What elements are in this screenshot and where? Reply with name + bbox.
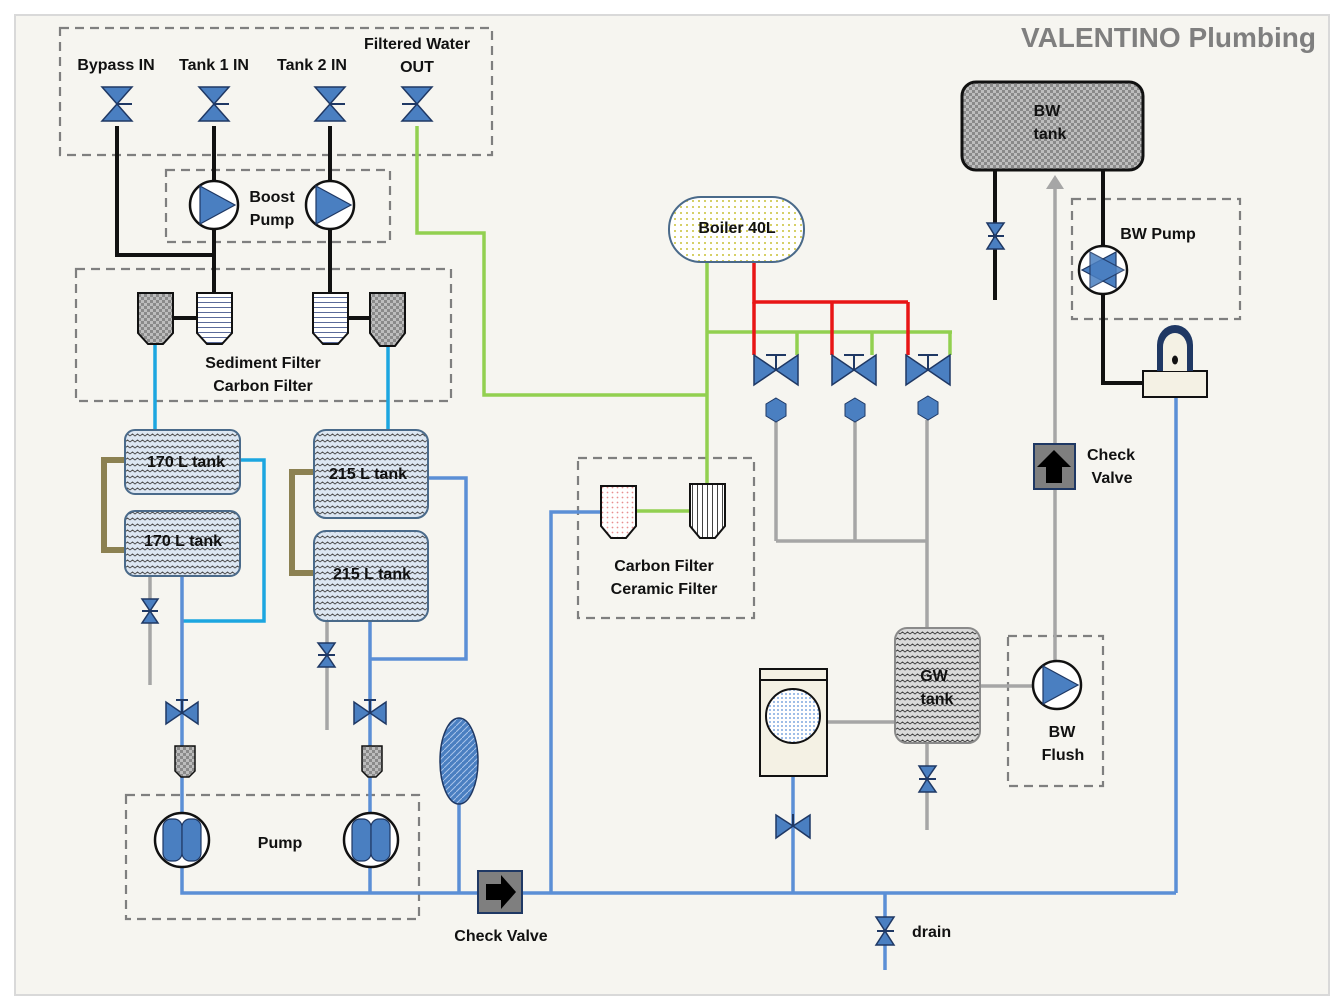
filtered-water-label-line2: OUT <box>400 59 434 76</box>
pump-label: Pump <box>258 835 303 852</box>
tank2-in-label: Tank 2 IN <box>277 57 347 74</box>
check-valve-right-label-line1: Check <box>1087 447 1135 464</box>
faucet-1-icon[interactable] <box>765 397 787 423</box>
pipes-potable <box>180 397 1178 970</box>
pipes-grey <box>148 175 1064 830</box>
carbon-filter-label: Carbon Filter <box>213 378 313 395</box>
valve-bypass-in-icon[interactable] <box>100 86 134 122</box>
diagram-title: VALENTINO Plumbing <box>1021 22 1316 53</box>
diagram-frame <box>14 14 1330 996</box>
valve-drain-icon[interactable] <box>874 916 896 946</box>
carbon-filter-1-icon <box>196 292 233 345</box>
pipes-tank-link <box>153 343 390 623</box>
bw-pump-icon[interactable] <box>1077 244 1129 296</box>
valve-hot-cold-3-icon[interactable] <box>905 353 951 387</box>
boost-pump-label-line1: Boost <box>249 189 295 206</box>
check-valve-right-icon[interactable] <box>1033 443 1076 490</box>
washing-machine-icon <box>759 668 828 777</box>
tank-215-b-label: 215 L tank <box>333 566 411 583</box>
boost-pump-2-icon[interactable] <box>304 179 356 231</box>
tank-170-a-icon <box>124 429 241 495</box>
boiler-icon <box>668 196 805 263</box>
tank1-in-label: Tank 1 IN <box>179 57 249 74</box>
pipes-inlet <box>115 126 1143 385</box>
bw-flush-label-line2: Flush <box>1042 747 1085 764</box>
tank-170-b-icon <box>124 510 241 577</box>
carbon-filter-3-icon <box>600 485 637 539</box>
ceramic-filter-icon <box>689 483 726 539</box>
pipes-filtered <box>415 126 952 513</box>
bw-tank-icon <box>960 80 1145 172</box>
tank-215-a-label: 215 L tank <box>329 466 407 483</box>
pump-2-icon[interactable] <box>342 811 400 869</box>
pipes-overflow <box>101 457 315 576</box>
check-valve-right-label-line2: Valve <box>1092 470 1133 487</box>
valve-bw-tank-outlet-icon[interactable] <box>985 222 1006 250</box>
sediment-filter-2-icon <box>369 292 406 347</box>
boiler-label: Boiler 40L <box>698 220 776 237</box>
inline-filter-2-icon <box>361 745 383 778</box>
boost-pump-1-icon[interactable] <box>188 179 240 231</box>
carbon-filter-2-icon <box>312 292 349 345</box>
tank-170-b-label: 170 L tank <box>144 533 222 550</box>
check-valve-bottom-icon[interactable] <box>477 870 523 914</box>
inline-filter-1-icon <box>174 745 196 778</box>
valve-tank1-drain-icon[interactable] <box>140 598 160 624</box>
gw-tank-label-line2: tank <box>921 691 954 708</box>
bw-flush-pump-icon[interactable] <box>1031 659 1083 711</box>
tank-215-b-icon <box>313 530 429 622</box>
gw-tank-icon <box>894 627 981 744</box>
bw-pump-label: BW Pump <box>1120 226 1196 243</box>
tank-215-a-icon <box>313 429 429 519</box>
bw-flush-label-line1: BW <box>1049 724 1077 741</box>
pump-1-icon[interactable] <box>153 811 211 869</box>
valve-filtered-out-icon[interactable] <box>400 86 434 122</box>
tank-170-a-label: 170 L tank <box>147 454 225 471</box>
drain-label: drain <box>912 924 951 941</box>
filtered-water-label-line1: Filtered Water <box>364 36 470 53</box>
valve-hot-cold-2-icon[interactable] <box>831 353 877 387</box>
bw-tank-label-line2: tank <box>1034 126 1067 143</box>
toilet-icon <box>1142 325 1208 398</box>
ceramic-filter-label: Ceramic Filter <box>611 581 718 598</box>
faucet-3-icon[interactable] <box>917 395 939 421</box>
valve-pump1-inlet-icon[interactable] <box>165 699 199 726</box>
expansion-vessel-icon <box>439 717 479 805</box>
valve-tank2-drain-icon[interactable] <box>316 642 337 668</box>
valve-pump2-inlet-icon[interactable] <box>353 699 387 726</box>
valve-washer-inlet-icon[interactable] <box>775 813 811 840</box>
sediment-filter-1-icon <box>137 292 174 345</box>
faucet-2-icon[interactable] <box>844 397 866 423</box>
sediment-filter-label: Sediment Filter <box>205 355 321 372</box>
gw-tank-label-line1: GW <box>920 668 948 685</box>
carbon-filter-2-label: Carbon Filter <box>614 558 714 575</box>
pipes-hot <box>752 262 910 355</box>
valve-hot-cold-1-icon[interactable] <box>753 353 799 387</box>
boost-pump-label-line2: Pump <box>250 212 295 229</box>
bypass-in-label: Bypass IN <box>77 57 154 74</box>
valve-gw-tank-drain-icon[interactable] <box>917 765 938 793</box>
valve-tank2-in-icon[interactable] <box>313 86 347 122</box>
valve-tank1-in-icon[interactable] <box>197 86 231 122</box>
check-valve-bottom-label: Check Valve <box>454 928 548 945</box>
bw-tank-label-line1: BW <box>1034 103 1062 120</box>
